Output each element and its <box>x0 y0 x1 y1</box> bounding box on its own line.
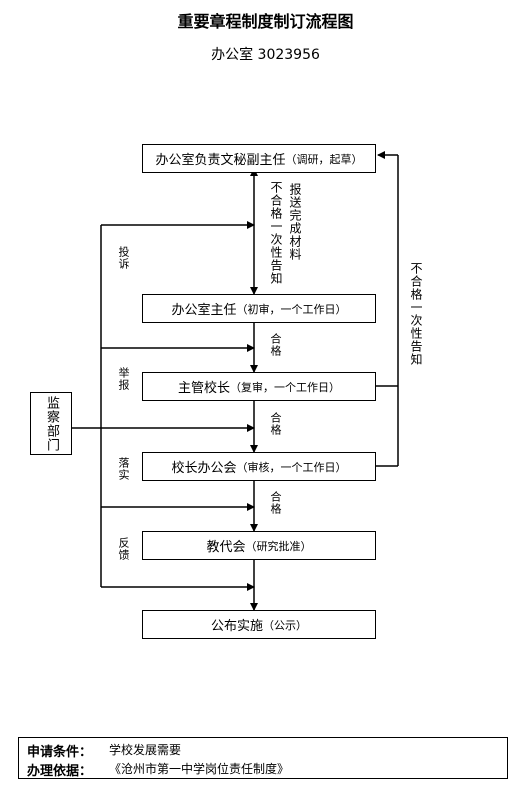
node-vice-principal: 主管校长（复审，一个工作日） <box>142 372 376 401</box>
node-draft-name: 办公室负责文秘副主任 <box>155 153 286 168</box>
node-draft-detail: （调研，起草） <box>285 152 363 166</box>
node-director-detail: （初审，一个工作日） <box>236 302 347 316</box>
basis-value: 《沧州市第一中学岗位责任制度》 <box>109 762 290 776</box>
node-staff-congress-detail: （研究批准） <box>245 539 312 553</box>
node-vice-principal-detail: （复审，一个工作日） <box>230 380 340 394</box>
label-reject-left: 不合格一次性告知 <box>269 181 283 285</box>
basis-label: 办理依据： <box>27 764 93 779</box>
footer-condition-row: 申请条件： 学校发展需要 <box>27 741 181 760</box>
node-principal-meeting-name: 校长办公会 <box>171 461 237 476</box>
node-director: 办公室主任（初审，一个工作日） <box>142 294 376 323</box>
condition-label: 申请条件： <box>27 745 93 760</box>
node-publish-detail: （公示） <box>263 618 307 632</box>
node-director-name: 办公室主任 <box>171 303 237 318</box>
node-publish-name: 公布实施 <box>210 619 263 634</box>
page-subtitle: 办公室 3023956 <box>211 47 320 63</box>
label-reject-right: 不合格一次性告知 <box>409 262 423 366</box>
node-principal-meeting: 校长办公会（审核，一个工作日） <box>142 452 376 481</box>
label-send-materials: 报送完成材料 <box>288 183 302 261</box>
page-title: 重要章程制度制订流程图 <box>177 12 354 31</box>
label-feedback: 反馈 <box>117 537 130 561</box>
label-implement: 落实 <box>117 457 130 481</box>
footer-basis-row: 办理依据： 《沧州市第一中学岗位责任制度》 <box>27 760 289 779</box>
node-principal-meeting-detail: （审核，一个工作日） <box>236 460 347 474</box>
label-pass-2: 合格 <box>269 412 282 436</box>
label-complaint: 投诉 <box>117 246 130 270</box>
node-supervision: 监察部门 <box>30 392 72 455</box>
node-draft: 办公室负责文秘副主任（调研，起草） <box>142 144 376 173</box>
label-pass-3: 合格 <box>269 491 282 515</box>
label-pass-1: 合格 <box>269 333 282 357</box>
node-supervision-name: 监察部门 <box>44 395 59 452</box>
node-publish: 公布实施（公示） <box>142 610 376 639</box>
footer-info: 申请条件： 学校发展需要 办理依据： 《沧州市第一中学岗位责任制度》 <box>18 737 508 779</box>
label-report: 举报 <box>117 367 130 391</box>
node-staff-congress-name: 教代会 <box>206 540 246 555</box>
node-staff-congress: 教代会（研究批准） <box>142 531 376 560</box>
node-vice-principal-name: 主管校长 <box>177 381 230 396</box>
condition-value: 学校发展需要 <box>109 743 182 757</box>
